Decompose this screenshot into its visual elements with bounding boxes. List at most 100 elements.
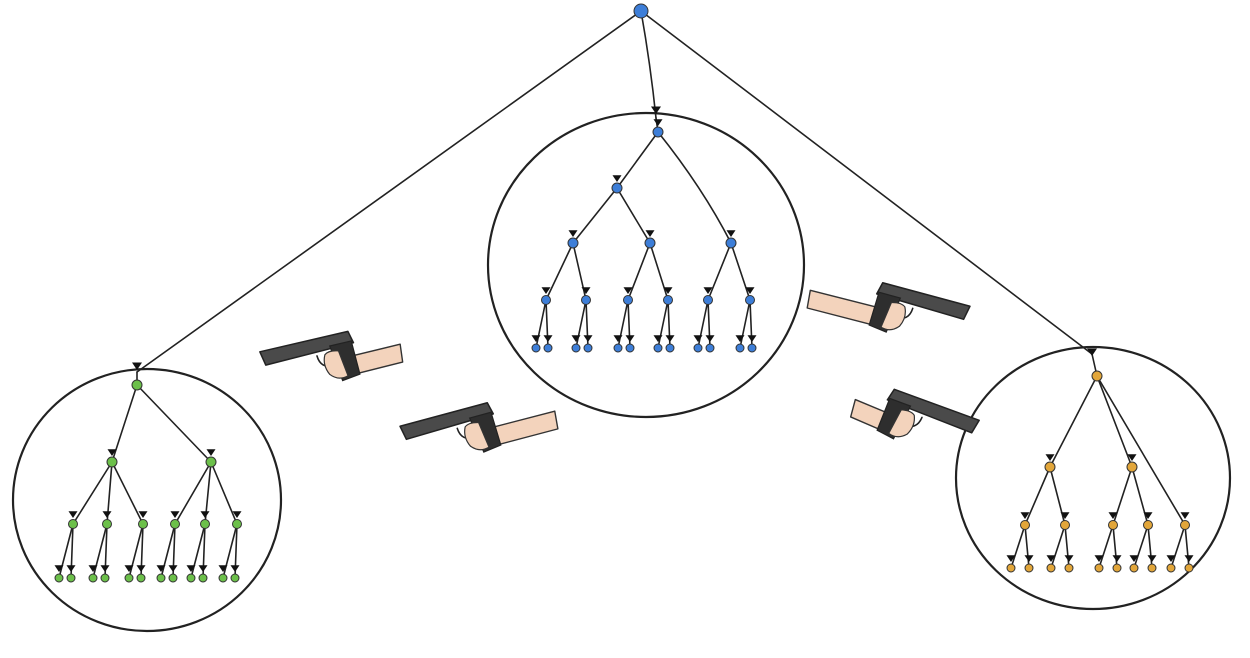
arrowhead [1147,555,1157,562]
arrowhead [745,287,755,294]
guns-group [259,281,980,453]
pistol-slide [259,330,355,366]
tree-edge [1131,466,1149,526]
arrowhead [107,449,117,456]
tree-edge [128,523,144,579]
arrowhead [1006,555,1016,562]
tree-node [633,3,649,19]
arrowhead [747,335,757,342]
tree-node [1020,520,1030,530]
arrowhead [100,565,110,572]
arrowhead [541,287,551,294]
tree-node [693,343,703,353]
tree-edge [1010,524,1026,569]
arrowhead [138,511,148,518]
tree-node [735,343,745,353]
arrowhead [1094,555,1104,562]
tree-node [156,573,166,583]
tree-edge [1184,524,1190,569]
tree-edge [572,187,618,244]
tree-edge [136,10,642,373]
tree-node [613,343,623,353]
tree-node [1044,461,1056,473]
hand-icon [887,409,916,438]
tree-nodes [54,3,1194,583]
center-cluster-circle [486,111,806,419]
arrowhead [1129,555,1139,562]
tree-edge [1064,524,1070,569]
tree-node [705,343,715,353]
tree-edge [1049,375,1098,468]
arrowhead [726,230,736,237]
tree-edge [1112,466,1133,526]
tree-node [1126,461,1138,473]
arrowhead [543,335,553,342]
arrowhead [168,565,178,572]
pistol-slide [399,401,495,441]
tree-edge [1098,524,1114,569]
arrowhead [693,335,703,342]
tree-node [1046,563,1056,573]
tree-node [1064,563,1074,573]
arrowhead [68,511,78,518]
tree-node [168,573,178,583]
tree-node [1129,563,1139,573]
tree-node [663,295,673,305]
tree-edge [1133,524,1149,569]
pistol-icon [259,330,404,382]
tree-node [88,573,98,583]
tree-node [644,237,656,249]
arrowhead [1046,555,1056,562]
tree-node [1147,563,1157,573]
arrowhead [1060,512,1070,519]
tree-node [653,343,663,353]
tree-node [652,126,664,138]
tree-node [1166,563,1176,573]
arrowhead [88,565,98,572]
tree-edge [1147,524,1153,569]
tree-edge [739,299,751,349]
pistol-icon [399,401,559,453]
arrowhead [531,335,541,342]
arrowhead [653,335,663,342]
arrowhead [66,565,76,572]
arrowhead [653,119,663,126]
tree-edge [1112,524,1118,569]
arrowhead [735,335,745,342]
tree-node [541,295,551,305]
tree-edge [1024,466,1051,526]
arrowhead [132,362,142,370]
hand-icon [464,421,490,451]
arrowhead [623,287,633,294]
tree-node [218,573,228,583]
arrowhead [571,335,581,342]
tree-edge [222,523,238,579]
tree-edge [572,242,587,301]
tree-node [186,573,196,583]
tree-node [1112,563,1122,573]
arrowhead [1112,555,1122,562]
tree-edge [640,10,1093,355]
tree-node [124,573,134,583]
tree-edge [160,523,176,579]
arrowhead [198,565,208,572]
arrowhead [581,287,591,294]
arrowhead [665,335,675,342]
tree-edge [174,461,212,525]
tree-node [1094,563,1104,573]
tree-node [531,343,541,353]
tree-node [230,573,240,583]
hand-icon [880,301,906,331]
tree-edge [1050,524,1066,569]
tree-edge [210,461,238,525]
tree-edge [1024,524,1030,569]
tree-node [745,295,755,305]
arrowhead [206,449,216,456]
tree-node [232,519,242,529]
arrowhead [124,565,134,572]
arrowhead [156,565,166,572]
arrowhead [186,565,196,572]
arrowhead [1166,555,1176,562]
arrowhead [568,230,578,237]
